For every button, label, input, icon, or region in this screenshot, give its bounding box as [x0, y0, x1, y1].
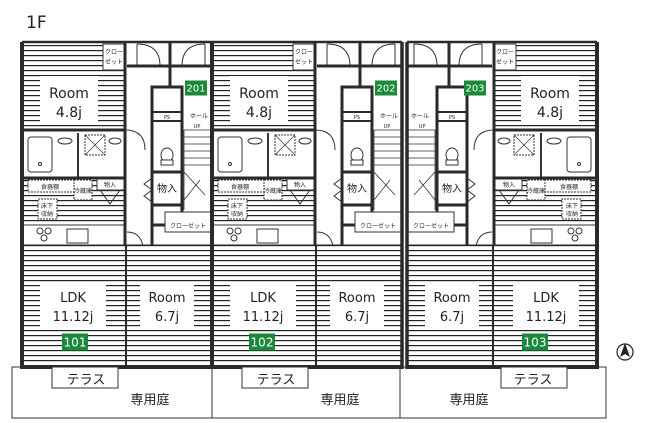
upper-unit-badge [464, 80, 486, 96]
storage-label: 物入 [104, 181, 116, 189]
room-large-name: Room [338, 291, 375, 306]
closet-label: クローゼット [170, 222, 206, 230]
cupboard-label: 食器棚 [560, 183, 578, 191]
room-small-name: Room [49, 86, 89, 102]
lower-unit-badge [522, 333, 548, 351]
closet-label: ゼット [496, 58, 514, 66]
hall-label: ホール [380, 113, 398, 120]
hall-label: ホール [411, 113, 429, 120]
room-large-size: 6.7j [440, 310, 464, 325]
terrace-label: テラス [514, 373, 553, 388]
fridge-label: 冷蔵庫 [264, 187, 282, 195]
terrace-label: テラス [67, 373, 106, 388]
ps-label: PS [164, 115, 170, 121]
closet-label: ゼット [105, 58, 123, 66]
fridge-label: 冷蔵庫 [527, 187, 545, 195]
underfloor-label: 収納 [566, 210, 578, 218]
ps-label: PS [449, 115, 455, 121]
upper-unit-number: 203 [465, 84, 484, 95]
closet-label: クローゼット [413, 222, 449, 230]
north-arrow-icon [616, 343, 634, 361]
ldk-name: LDK [533, 291, 559, 306]
room-large-name: Room [148, 291, 185, 306]
underfloor-label: 床下 [231, 202, 243, 210]
ldk-name: LDK [250, 291, 276, 306]
room-large-size: 6.7j [155, 310, 179, 325]
upper-unit-badge [185, 80, 207, 96]
underfloor-label: 収納 [231, 210, 243, 218]
ldk-size: 11.12j [53, 310, 94, 325]
up-label: UP [194, 124, 201, 130]
room-large-size: 6.7j [345, 310, 369, 325]
up-label: UP [419, 124, 426, 130]
room-small-size: 4.8j [246, 105, 272, 121]
closet-label: クロー [496, 49, 514, 56]
cupboard-label: 食器棚 [41, 183, 59, 191]
underfloor-label: 収納 [41, 210, 53, 218]
storage-label: 物入 [503, 181, 515, 189]
closet-label: ゼット [295, 58, 313, 66]
closet-label: クロー [295, 49, 313, 56]
ldk-size: 11.12j [526, 310, 567, 325]
garden-label: 専用庭 [320, 392, 359, 408]
lower-unit-number: 102 [251, 335, 274, 349]
lower-unit-badge [62, 333, 88, 351]
terrace-label: テラス [257, 373, 296, 388]
up-label: UP [384, 124, 391, 130]
hall-label: ホール [190, 113, 208, 120]
storage-label: 物入 [442, 182, 462, 195]
underfloor-label: 床下 [41, 202, 53, 210]
closet-label: クロー [105, 49, 123, 56]
underfloor-label: 床下 [566, 202, 578, 210]
room-large-name: Room [433, 291, 470, 306]
ps-label: PS [354, 115, 360, 121]
upper-unit-badge [375, 80, 397, 96]
storage-label: 物入 [347, 182, 367, 195]
upper-unit-number: 202 [376, 84, 395, 95]
lower-unit-number: 101 [64, 335, 87, 349]
ldk-name: LDK [60, 291, 86, 306]
closet-label: クローゼット [360, 222, 396, 230]
garden-label: 専用庭 [130, 392, 169, 408]
fridge-label: 冷蔵庫 [74, 187, 92, 195]
upper-unit-number: 201 [186, 84, 205, 95]
room-small-size: 4.8j [537, 105, 563, 121]
lower-unit-number: 103 [524, 335, 547, 349]
room-small-name: Room [530, 86, 570, 102]
lower-unit-badge [249, 333, 275, 351]
room-small-name: Room [239, 86, 279, 102]
garden-label: 専用庭 [449, 392, 488, 408]
room-small-size: 4.8j [56, 105, 82, 121]
floor-label: 1F [26, 13, 47, 33]
ldk-size: 11.12j [243, 310, 284, 325]
cupboard-label: 食器棚 [231, 183, 249, 191]
storage-label: 物入 [294, 181, 306, 189]
storage-label: 物入 [157, 182, 177, 195]
